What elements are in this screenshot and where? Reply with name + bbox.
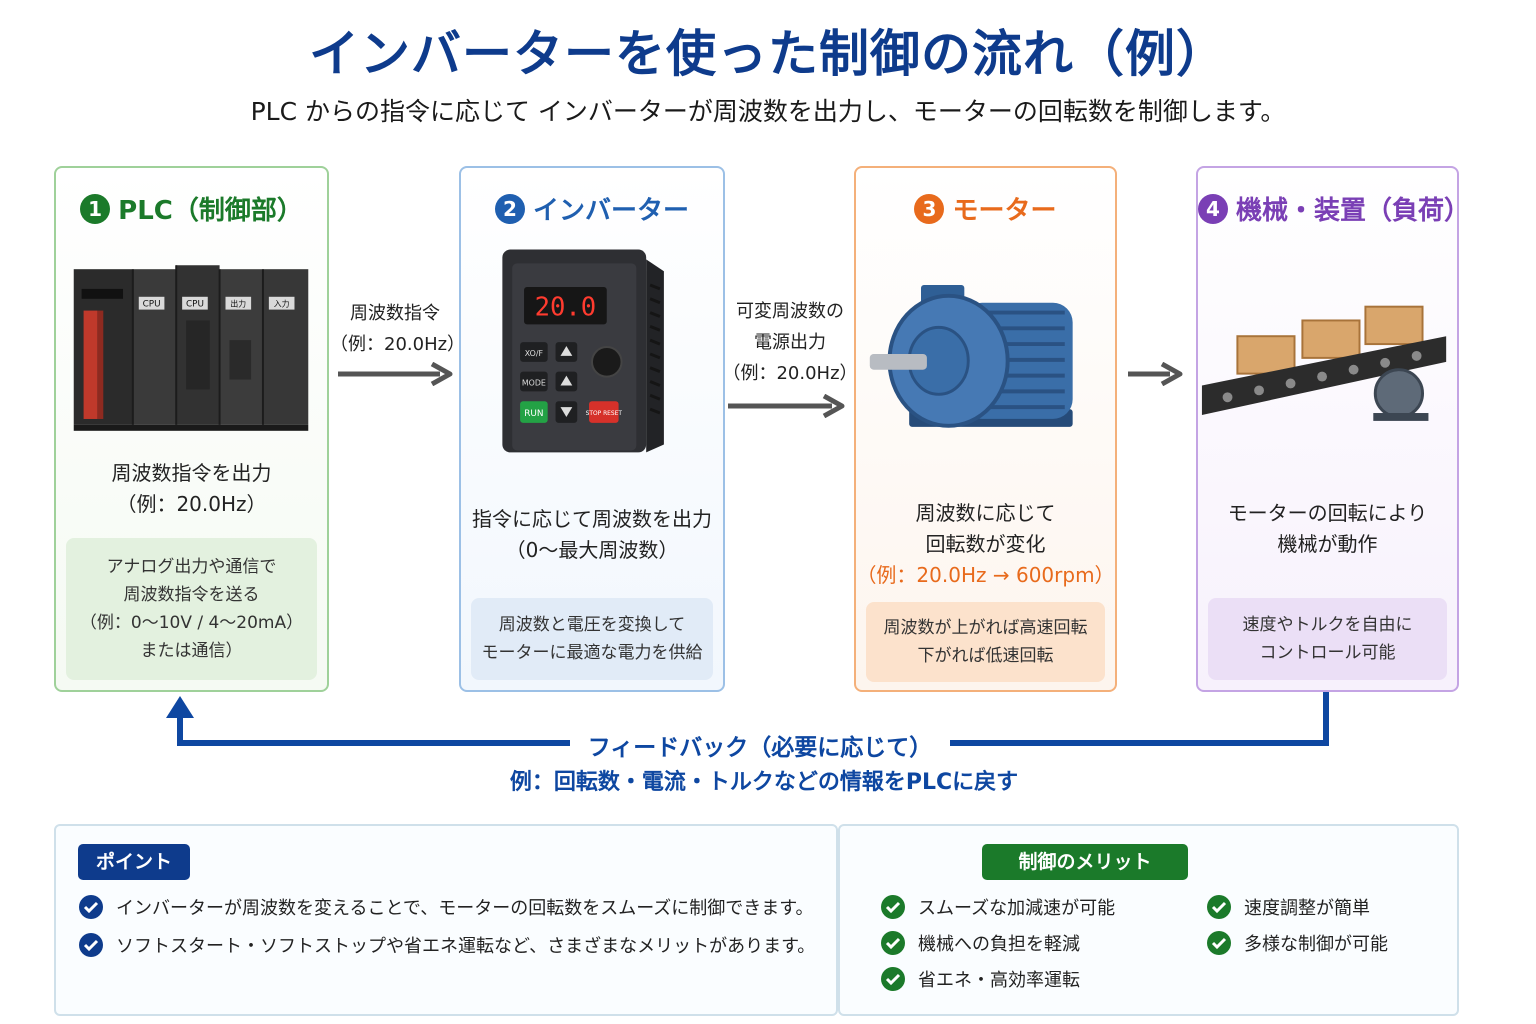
stage-machine-title: 4 機械・装置（負荷） [1198, 190, 1470, 227]
box-icon [1364, 305, 1424, 346]
inverter-drive-image: 20.0 XO/F MODE RUN STOP RESET [502, 249, 664, 453]
plc-module [132, 269, 177, 425]
stage-plc-description: 周波数指令を出力（例：20.0Hz） [111, 461, 272, 516]
stage-plc-note: アナログ出力や通信で周波数指令を送る（例：0〜10V / 4〜20mA）または通… [66, 538, 317, 680]
button-label: STOP RESET [586, 411, 623, 417]
flow-arrow-icon [338, 362, 453, 386]
step-number-badge: 4 [1198, 194, 1228, 224]
step-number-badge: 2 [494, 194, 525, 224]
stop-reset-button [589, 401, 619, 423]
flow-arrow-icon [728, 394, 845, 418]
check-circle-icon [881, 967, 905, 991]
module-label: 出力 [230, 299, 246, 309]
module-label: 入力 [274, 299, 290, 309]
page-subtitle: PLC からの指令に応じて インバーターが周波数を出力し、モーターの回転数を制御… [250, 97, 1286, 126]
check-circle-icon [79, 895, 103, 919]
variable-frequency-label: 可変周波数の電源出力（例：20.0Hz） [722, 301, 858, 384]
module-label: CPU [143, 300, 161, 310]
stage-inverter-note: 周波数と電圧を変換してモーターに最適な電力を供給 [471, 598, 713, 680]
motor-shaft [869, 353, 927, 370]
box-icon [1236, 335, 1296, 375]
check-circle-icon [1207, 931, 1231, 955]
stage-motor-description: 周波数に応じて回転数が変化 （例：20.0Hz → 600rpm） [856, 498, 1115, 591]
plc-modules-image: CPU CPU 出力 入力 [73, 265, 309, 431]
check-circle-icon [1207, 895, 1231, 919]
frequency-command-label: 周波数指令（例：20.0Hz） [330, 303, 466, 355]
points-item: ソフトスタート・ソフトストップや省エネ運転など、さまざまなメリットがあります。 [78, 932, 815, 958]
box-icon [1301, 319, 1361, 359]
button-label: RUN [524, 409, 543, 419]
merit-item: 機械への負担を軽減 [880, 930, 1080, 956]
stage-title-text: PLC（制御部） [118, 196, 303, 226]
inverter-dial [591, 346, 623, 378]
small-motor-icon [1373, 368, 1425, 419]
plc-module [262, 269, 309, 425]
merits-tag: 制御のメリット [982, 844, 1188, 880]
check-circle-icon [881, 931, 905, 955]
stage-title-text: 機械・装置（負荷） [1236, 196, 1471, 226]
run-button [520, 401, 548, 423]
check-circle-icon [881, 895, 905, 919]
stage-machine: 4 機械・装置（負荷） モーターの回転により機械が動作 速度やトルクを自由にコント… [1196, 166, 1470, 692]
merit-item: 多様な制御が可能 [1206, 930, 1388, 956]
points-panel: ポイント インバーターが周波数を変えることで、モーターの回転数をスムーズに制御で… [54, 824, 838, 1016]
page-title: インバーターを使った制御の流れ（例） [309, 25, 1227, 83]
step-number-badge: 1 [80, 194, 111, 224]
button-label: MODE [522, 378, 546, 387]
stage-machine-note: 速度やトルクを自由にコントロール可能 [1208, 598, 1447, 680]
plc-red-panel [83, 310, 98, 419]
merit-item: スムーズな加減速が可能 [880, 894, 1115, 920]
stage-motor-note: 周波数が上がれば高速回転下がれば低速回転 [866, 602, 1105, 682]
feedback-title: フィードバック（必要に応じて） [570, 728, 950, 762]
motor-example-highlight: （例：20.0Hz → 600rpm） [856, 563, 1115, 587]
feedback-subtitle: 例：回転数・電流・トルクなどの情報をPLCに戻す [509, 770, 1019, 795]
stage-title-text: モーター [952, 196, 1057, 226]
points-item: インバーターが周波数を変えることで、モーターの回転数をスムーズに制御できます。 [78, 894, 814, 920]
stage-title-text: インバーター [532, 196, 689, 226]
step-number-badge: 3 [914, 194, 945, 224]
inverter-display [524, 286, 607, 325]
points-tag: ポイント [78, 844, 190, 880]
module-label: CPU [186, 300, 204, 310]
merit-item: 速度調整が簡単 [1206, 894, 1370, 920]
flow-arrow-icon [1128, 362, 1183, 386]
conveyor-belt-image [1201, 305, 1447, 421]
button-label: XO/F [525, 349, 544, 358]
merits-panel: 制御のメリット スムーズな加減速が可能 機械への負担を軽減 省エネ・高効率運転 … [838, 824, 1459, 1016]
merit-item: 省エネ・高効率運転 [880, 966, 1080, 992]
check-circle-icon [79, 933, 103, 957]
stage-inverter-description: 指令に応じて周波数を出力（0〜最大周波数） [472, 507, 712, 562]
stage-machine-description: モーターの回転により機械が動作 [1227, 501, 1428, 556]
display-value: 20.0 [535, 293, 597, 323]
electric-motor-image [869, 285, 1073, 428]
